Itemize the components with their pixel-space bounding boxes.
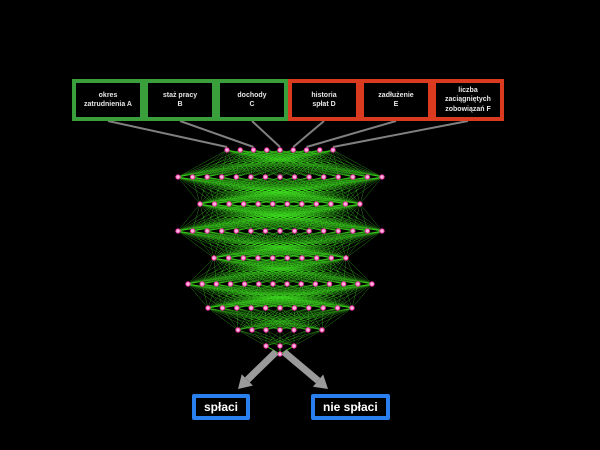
feature-box-4: historia spłat D [288,79,360,121]
feature-box-5: zadłużenie E [360,79,432,121]
output-box-nie-splaci-label: nie spłaci [323,400,378,414]
output-box-nie-splaci: nie spłaci [311,394,390,420]
feature-box-2-label: staż pracy B [162,91,198,108]
feature-box-3-label: dochody C [237,91,267,108]
feature-box-2: staż pracy B [144,79,216,121]
feature-box-5-label: zadłużenie E [378,91,414,108]
feature-box-6-label: liczba zaciągniętych zobowiązań F [445,87,491,113]
feature-box-6: liczba zaciągniętych zobowiązań F [432,79,504,121]
feature-box-1: okres zatrudnienia A [72,79,144,121]
feature-box-1-label: okres zatrudnienia A [84,91,132,108]
output-box-splaci: spłaci [192,394,251,420]
feature-box-4-label: historia spłat D [311,91,337,108]
feature-box-3: dochody C [216,79,288,121]
output-box-splaci-label: spłaci [204,400,239,414]
